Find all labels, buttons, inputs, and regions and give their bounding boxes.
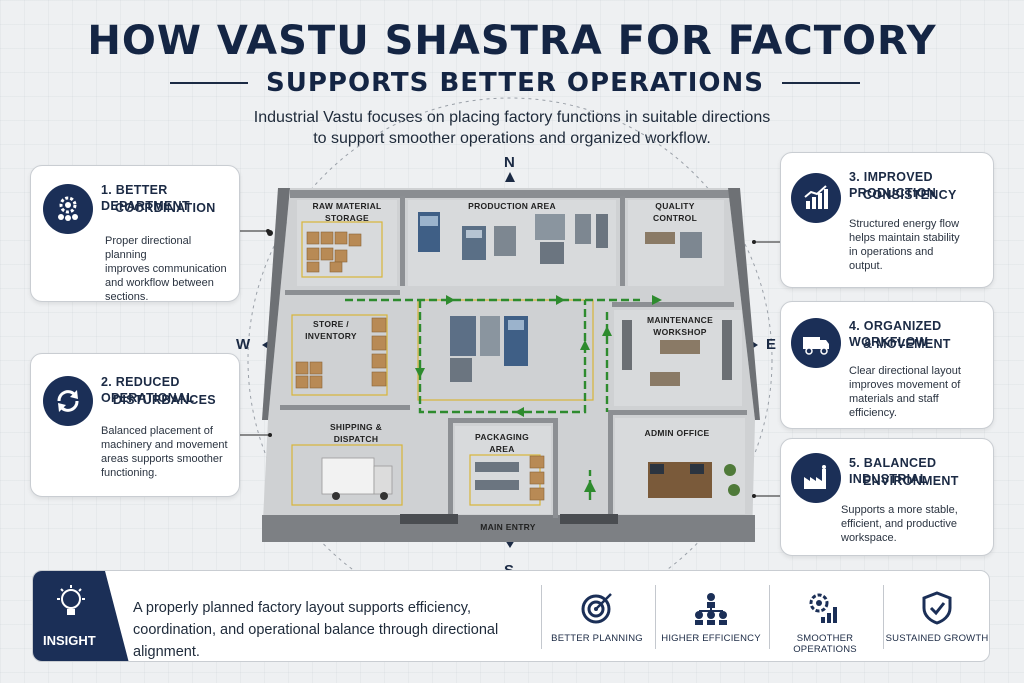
gear-people-icon	[43, 184, 93, 234]
target-icon	[581, 593, 612, 624]
intro-text: Industrial Vastu focuses on placing fact…	[150, 107, 874, 149]
feature-label: BETTER PLANNING	[551, 633, 643, 644]
gear-chart-icon	[809, 593, 837, 623]
zone-store-label-2: INVENTORY	[305, 331, 357, 341]
cycle-arrows-icon	[43, 376, 93, 426]
title-divider-left	[170, 82, 249, 84]
zone-quality-label: QUALITY	[655, 201, 694, 211]
title-divider-right	[781, 82, 860, 84]
compass-ring	[247, 97, 773, 623]
card-2-title-2: DISTURBANCES	[113, 393, 216, 407]
divider	[541, 585, 542, 649]
page-subtitle-heading: SUPPORTS BETTER OPERATIONS	[266, 68, 764, 98]
benefit-card-4: 4. ORGANIZED WORKFLOW & MOVEMENT Clear d…	[780, 301, 994, 429]
connector-dot	[267, 230, 273, 236]
benefit-card-3: 3. IMPROVED PRODUCTION CONSISTENCY Struc…	[780, 152, 994, 288]
zone-shipping-label: SHIPPING &	[330, 422, 382, 432]
card-5-title: 5. BALANCED INDUSTRIAL	[849, 456, 937, 486]
compass-east: E	[766, 336, 777, 353]
feature-label: SMOOTHER OPERATIONS	[793, 633, 857, 655]
card-1-title-2: COORDINATION	[115, 201, 216, 215]
subtitle-row: SUPPORTS BETTER OPERATIONS	[170, 68, 860, 98]
page-title: HOW VASTU SHASTRA FOR FACTORY	[87, 18, 937, 64]
zone-store-label: STORE /	[313, 319, 349, 329]
benefit-card-1: 1. BETTER DEPARTMENT COORDINATION Proper…	[30, 165, 273, 303]
zone-packaging-label-2: AREA	[489, 444, 514, 454]
zone-packaging-label: PACKAGING	[475, 432, 529, 442]
factory-icon	[791, 453, 841, 503]
feature-sustained-growth: SUSTAINED GROWTH	[883, 585, 989, 649]
zone-admin-label: ADMIN OFFICE	[645, 428, 710, 438]
zone-shipping-label-2: DISPATCH	[334, 434, 379, 444]
lightbulb-icon	[57, 585, 85, 615]
compass-west: W	[236, 336, 251, 353]
north-arrow-icon	[505, 172, 515, 182]
card-1-title: 1. BETTER DEPARTMENT	[101, 183, 190, 213]
feature-label: SUSTAINED GROWTH	[885, 633, 989, 644]
insight-text: A properly planned factory layout suppor…	[133, 600, 499, 660]
card-4-title-2: & MOVEMENT	[863, 337, 951, 351]
divider	[655, 585, 656, 649]
benefit-card-2: 2. REDUCED OPERATIONAL DISTURBANCES Bala…	[30, 353, 240, 497]
intro-line-2: to support smoother operations and organ…	[313, 130, 711, 147]
card-2-title: 2. REDUCED OPERATIONAL	[101, 375, 195, 405]
main-entry-label: MAIN ENTRY	[480, 522, 536, 532]
benefit-card-5: 5. BALANCED INDUSTRIAL ENVIRONMENT Suppo…	[780, 438, 994, 556]
insight-bar: INSIGHT A properly planned factory layou…	[32, 570, 990, 662]
zone-raw-material-label-2: STORAGE	[325, 213, 369, 223]
zone-quality-label-2: CONTROL	[653, 213, 697, 223]
card-5-body: Supports a more stable,efficient, and pr…	[841, 504, 958, 544]
divider	[883, 585, 884, 649]
gate-right	[560, 514, 618, 524]
gate-left	[400, 514, 458, 524]
card-3-title-2: CONSISTENCY	[863, 188, 957, 202]
network-icon	[695, 593, 727, 625]
feature-better-planning: BETTER PLANNING	[543, 585, 651, 649]
card-3-title: 3. IMPROVED PRODUCTION	[849, 170, 937, 200]
insight-label: INSIGHT	[43, 633, 96, 648]
feature-smoother-operations: SMOOTHER OPERATIONS	[771, 585, 879, 655]
intro-line-1: Industrial Vastu focuses on placing fact…	[253, 109, 771, 126]
zone-maintenance-label-2: WORKSHOP	[653, 327, 706, 337]
zone-maintenance-label: MAINTENANCE	[647, 315, 713, 325]
zone-production-label: PRODUCTION AREA	[468, 201, 556, 211]
shield-check-icon	[922, 591, 952, 625]
delivery-truck-icon	[791, 318, 841, 368]
zone-raw-material-label: RAW MATERIAL	[312, 201, 381, 211]
compass-north: N	[504, 154, 515, 171]
feature-higher-efficiency: HIGHER EFFICIENCY	[657, 585, 765, 649]
card-5-title-2: ENVIRONMENT	[863, 474, 959, 488]
feature-label: HIGHER EFFICIENCY	[661, 633, 761, 644]
card-4-title: 4. ORGANIZED WORKFLOW	[849, 319, 942, 349]
divider	[769, 585, 770, 649]
truck-trailer	[321, 457, 375, 495]
growth-chart-icon	[791, 173, 841, 223]
